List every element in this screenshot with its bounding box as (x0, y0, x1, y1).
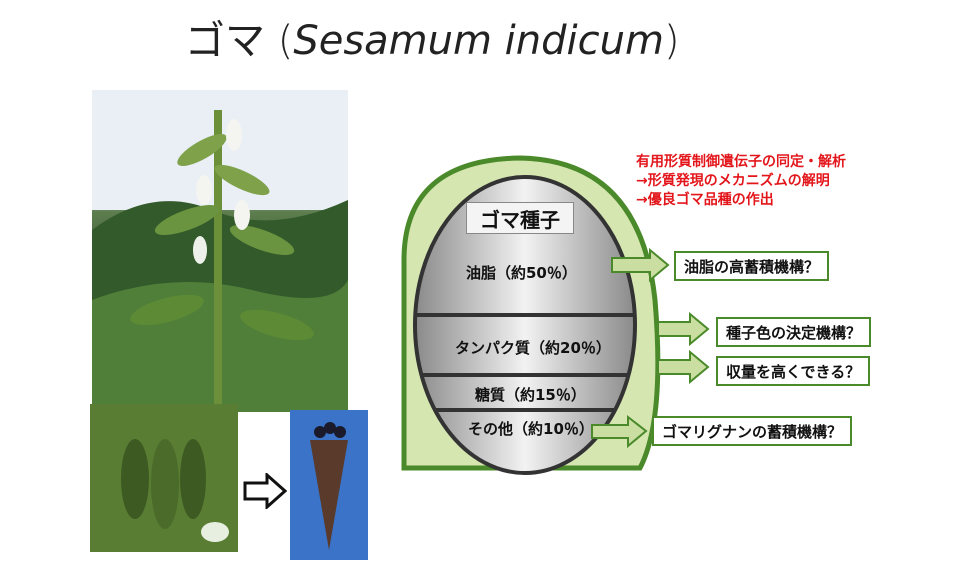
seed-header: ゴマ種子 (466, 202, 574, 234)
callout-lignan: ゴマリグナンの蓄積機構？ (652, 416, 853, 446)
note-line: 有用形質制御遺伝子の同定・解析 (636, 154, 846, 170)
arrow-lignan (591, 414, 648, 449)
title-japanese: ゴマ (185, 18, 265, 64)
title-latin: Sesamum indicum (293, 18, 664, 64)
segment-oil-label: 油脂（約50％） (466, 264, 577, 282)
sesame-pods-photo (90, 404, 238, 552)
segment-other-label: その他（約10％） (468, 420, 594, 438)
callout-yield: 収量を高くできる？ (716, 356, 871, 386)
callout-seed-color: 種子色の決定機構？ (716, 317, 872, 347)
note-line: →形質発現のメカニズムの解明 (636, 173, 830, 189)
arrow-yield (657, 349, 710, 385)
sesame-plant-photo (92, 90, 348, 412)
callout-oil: 油脂の高蓄積機構？ (674, 251, 830, 281)
sesame-capsule-photo (290, 410, 368, 560)
research-notes: 有用形質制御遺伝子の同定・解析 →形質発現のメカニズムの解明 →優良ゴマ品種の作… (636, 153, 846, 210)
page-title: ゴマ (Sesamum indicum) (185, 18, 680, 64)
note-line: →優良ゴマ品種の作出 (636, 192, 774, 208)
arrow-oil (611, 247, 670, 283)
arrow-protein (657, 311, 710, 347)
hollow-right-arrow-icon (243, 471, 288, 511)
segment-sugar-label: 糖質（約15％） (475, 386, 586, 404)
segment-protein-label: タンパク質（約20％） (455, 339, 611, 357)
